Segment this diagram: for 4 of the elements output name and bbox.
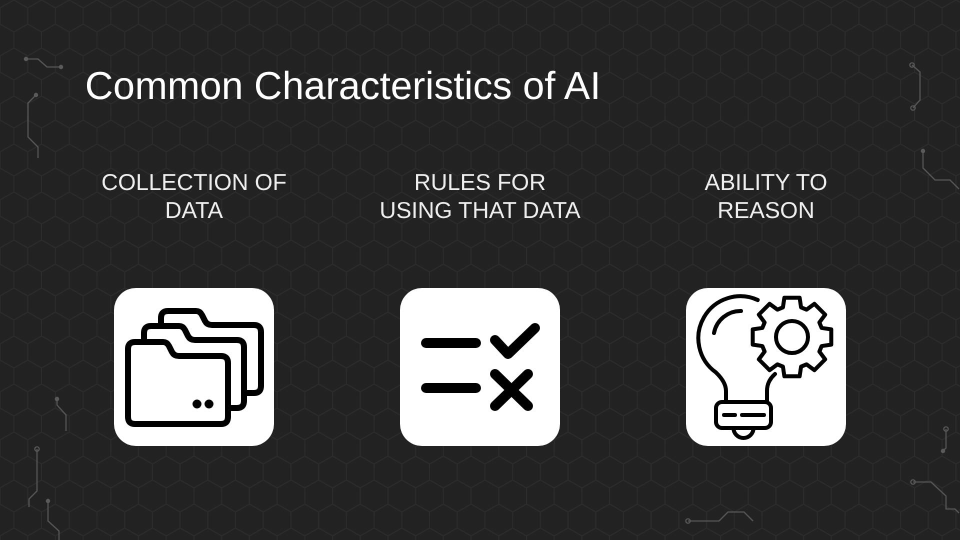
slide-title: Common Characteristics of AI (85, 64, 601, 110)
column-heading: RULES FOR USING THAT DATA (378, 168, 582, 224)
column-heading: COLLECTION OF DATA (100, 168, 288, 224)
column-heading: ABILITY TO REASON (704, 168, 828, 224)
